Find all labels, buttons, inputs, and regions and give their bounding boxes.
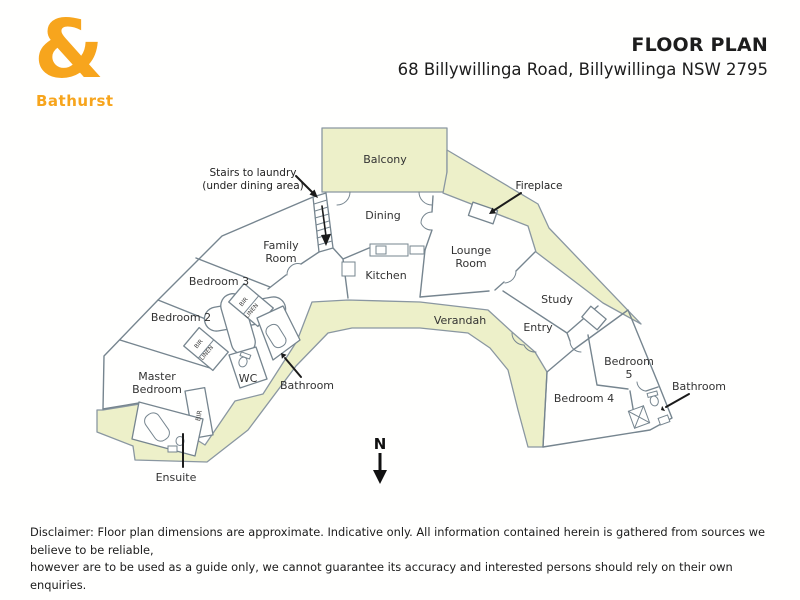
callout-fireplace: Fireplace <box>516 180 563 192</box>
property-address: 68 Billywillinga Road, Billywillinga NSW… <box>397 60 768 79</box>
room-label-master-bedroom-2: Bedroom <box>132 383 182 396</box>
disclaimer-line2: however are to be used as a guide only, … <box>30 560 733 592</box>
room-label-verandah: Verandah <box>434 314 486 327</box>
linen-closet-2 <box>183 326 229 372</box>
stairs-callout-arrow <box>295 175 318 198</box>
disclaimer: Disclaimer: Floor plan dimensions are ap… <box>30 524 775 594</box>
kitchen-bench <box>341 243 425 277</box>
ensuite-room <box>131 401 204 457</box>
bathroom-right-fixtures <box>627 390 671 429</box>
fireplace-callout-arrow <box>489 192 522 214</box>
room-label-lounge-room: Lounge <box>451 244 492 257</box>
room-label-lounge-room-2: Room <box>455 257 486 270</box>
room-label-balcony: Balcony <box>363 153 407 166</box>
room-label-bedroom-5-2: 5 <box>626 368 633 381</box>
disclaimer-line1: Disclaimer: Floor plan dimensions are ap… <box>30 525 766 557</box>
room-label-bedroom-4: Bedroom 4 <box>554 392 614 405</box>
room-label-wc: WC <box>239 372 258 385</box>
closet-label-bir-2: BIR <box>194 339 205 350</box>
page-title: FLOOR PLAN <box>631 34 768 56</box>
room-label-dining: Dining <box>365 209 401 222</box>
bathroom-left-room <box>256 305 301 361</box>
logo-brand-name: Bathurst <box>36 92 114 110</box>
wc-room <box>228 346 268 389</box>
room-label-entry: Entry <box>523 321 553 334</box>
room-label-kitchen: Kitchen <box>365 269 406 282</box>
north-arrow-icon: N <box>373 435 387 484</box>
room-label-family-room: Family <box>263 239 299 252</box>
room-label-bedroom-2: Bedroom 2 <box>151 311 211 324</box>
callout-stairs-line2: (under dining area) <box>202 180 304 192</box>
closet-label-bir-1: BIR <box>239 297 250 308</box>
room-label-bedroom-3: Bedroom 3 <box>189 275 249 288</box>
room-label-family-room-2: Room <box>265 252 296 265</box>
stairs <box>312 192 334 253</box>
title-block: FLOOR PLAN 68 Billywillinga Road, Billyw… <box>398 34 768 79</box>
room-label-bathroom-left: Bathroom <box>280 379 334 392</box>
front-verandah-band <box>96 299 548 463</box>
balcony-area <box>321 127 448 193</box>
walls <box>102 195 673 448</box>
study-closet <box>581 305 607 331</box>
bathroom-left-callout-arrow <box>281 353 302 378</box>
room-label-bathroom-right: Bathroom <box>672 380 726 393</box>
room-label-master-bedroom: Master <box>138 370 176 383</box>
fireplace-box <box>467 201 499 225</box>
bathroom-right-callout-arrow <box>661 393 690 412</box>
room-label-bedroom-5: Bedroom <box>604 355 654 368</box>
door-arcs <box>286 191 647 392</box>
rear-verandah-band <box>442 149 642 325</box>
north-label: N <box>374 435 387 453</box>
closet-label-bir-3: BIR <box>194 409 204 422</box>
room-label-ensuite: Ensuite <box>156 471 197 484</box>
room-label-study: Study <box>541 293 573 306</box>
bathurst-ampersand-logo-icon: & <box>34 3 104 96</box>
callout-stairs-line1: Stairs to laundry <box>210 167 297 179</box>
